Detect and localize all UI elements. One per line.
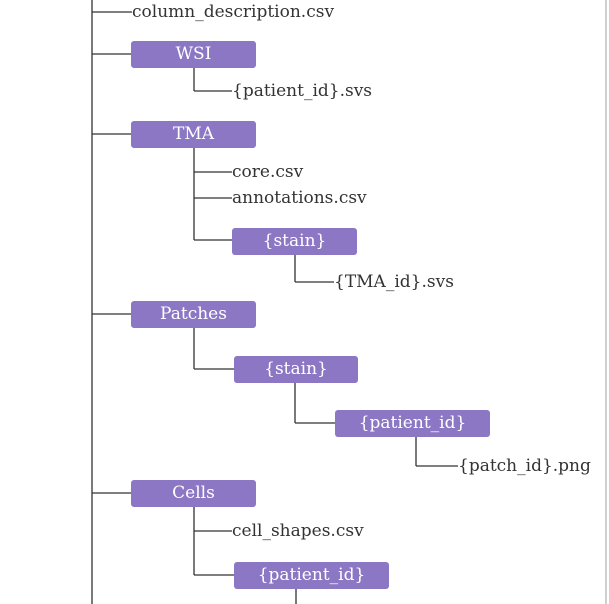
folder-tma[interactable]: TMA [131,121,256,148]
folder-patches-stain[interactable]: {stain} [234,356,358,383]
file-wsi-patient-svs: {patient_id}.svs [232,81,373,101]
folder-cells[interactable]: Cells [131,480,256,507]
file-column-description: column_description.csv [132,2,335,22]
file-tma-id-svs: {TMA_id}.svs [334,272,454,292]
frame-border [605,0,607,604]
file-cell-shapes-csv: cell_shapes.csv [232,521,364,541]
file-annotations-csv: annotations.csv [232,188,367,208]
file-core-csv: core.csv [232,162,304,182]
folder-patches[interactable]: Patches [131,301,256,328]
folder-wsi[interactable]: WSI [131,41,256,68]
folder-patches-patient[interactable]: {patient_id} [335,410,490,437]
file-patch-png: {patch_id}.png [458,456,591,476]
folder-tma-stain[interactable]: {stain} [232,228,357,255]
folder-cells-patient[interactable]: {patient_id} [234,562,389,589]
